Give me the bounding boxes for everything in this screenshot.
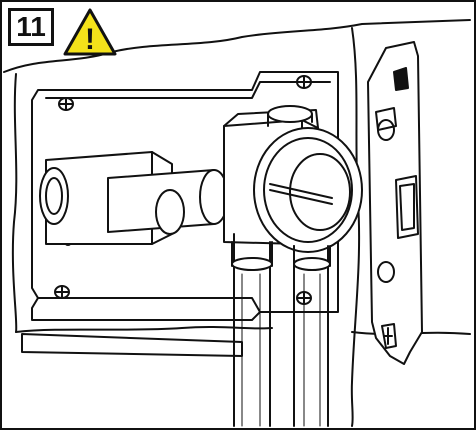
pipe-left-collar — [231, 257, 273, 271]
spirit-level — [367, 41, 423, 365]
left-pipe-collar — [155, 189, 185, 235]
screw-bottom-left — [54, 285, 70, 299]
mixer-spindle — [269, 183, 333, 205]
wall-opening-left — [11, 73, 18, 333]
warning-triangle-shape — [63, 8, 117, 56]
warning-exclamation: ! — [85, 23, 95, 56]
mounting-plate-inner — [45, 81, 331, 99]
warning-triangle-icon: ! — [63, 8, 117, 56]
step-number-badge: 11 — [8, 8, 54, 46]
screw-top-left — [58, 97, 74, 111]
top-valve-cap — [267, 105, 313, 123]
mounting-plate-bottom — [31, 297, 261, 321]
wall-right-edge — [350, 27, 361, 427]
lower-guide — [21, 333, 243, 357]
screw-top-right — [296, 75, 312, 89]
wall-opening-bottom — [15, 326, 273, 333]
pipe-right-collar — [293, 257, 331, 271]
left-valve-cap — [39, 167, 69, 225]
pipe-right-vertical — [293, 245, 329, 427]
wall-opening-outline — [3, 19, 471, 73]
